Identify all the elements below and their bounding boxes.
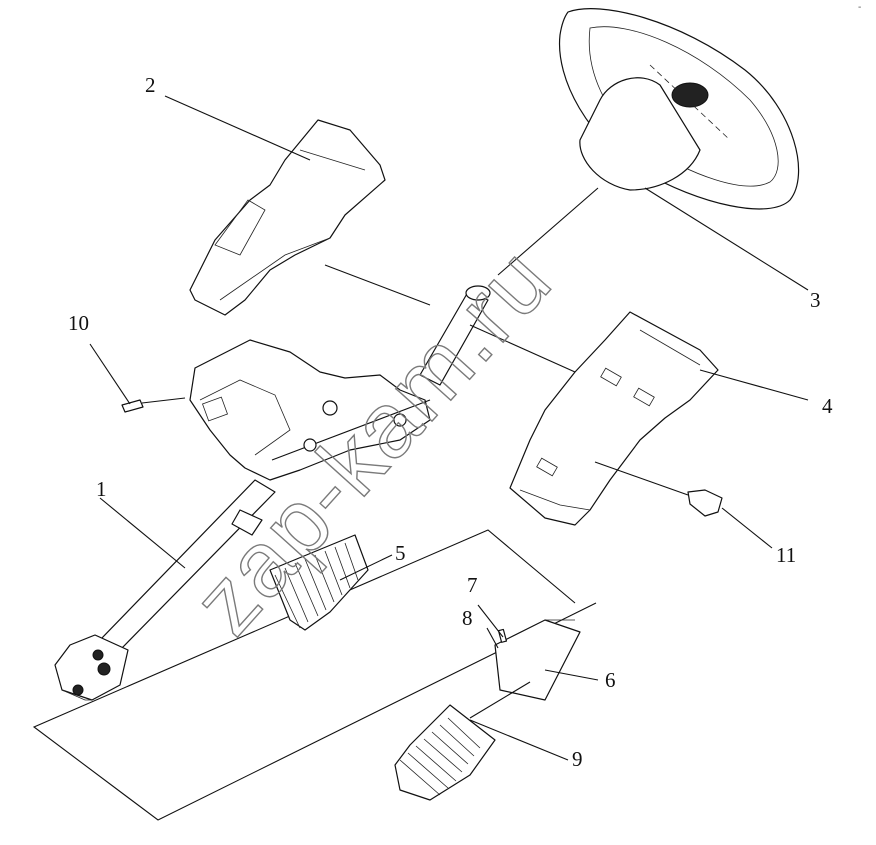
callout-7: 7 xyxy=(467,573,478,597)
callout-4: 4 xyxy=(822,394,833,418)
callout-10: 10 xyxy=(68,311,89,335)
universal-joint xyxy=(54,634,129,701)
callout-9: 9 xyxy=(572,747,583,771)
callout-3: 3 xyxy=(810,288,821,312)
assembly-bracket xyxy=(32,529,597,821)
callout-1: 1 xyxy=(96,477,107,501)
upper-shroud xyxy=(189,119,386,316)
callout-2: 2 xyxy=(145,73,156,97)
callout-5: 5 xyxy=(395,541,406,565)
callout-labels: 1 2 3 4 5 6 7 8 9 10 11 xyxy=(68,73,833,771)
leader-lines xyxy=(89,95,809,761)
lower-boot xyxy=(394,704,496,801)
steering-wheel xyxy=(558,8,800,210)
column-bracket-assembly xyxy=(99,285,491,651)
callout-11: 11 xyxy=(776,543,796,567)
bolt-10 xyxy=(121,399,144,413)
callout-8: 8 xyxy=(462,606,473,630)
corner-mark: - xyxy=(858,2,861,13)
lower-shroud xyxy=(509,311,719,526)
callout-6: 6 xyxy=(605,668,616,692)
seal-plate xyxy=(494,619,581,701)
clip-11 xyxy=(687,489,723,517)
column-boot xyxy=(269,534,369,631)
